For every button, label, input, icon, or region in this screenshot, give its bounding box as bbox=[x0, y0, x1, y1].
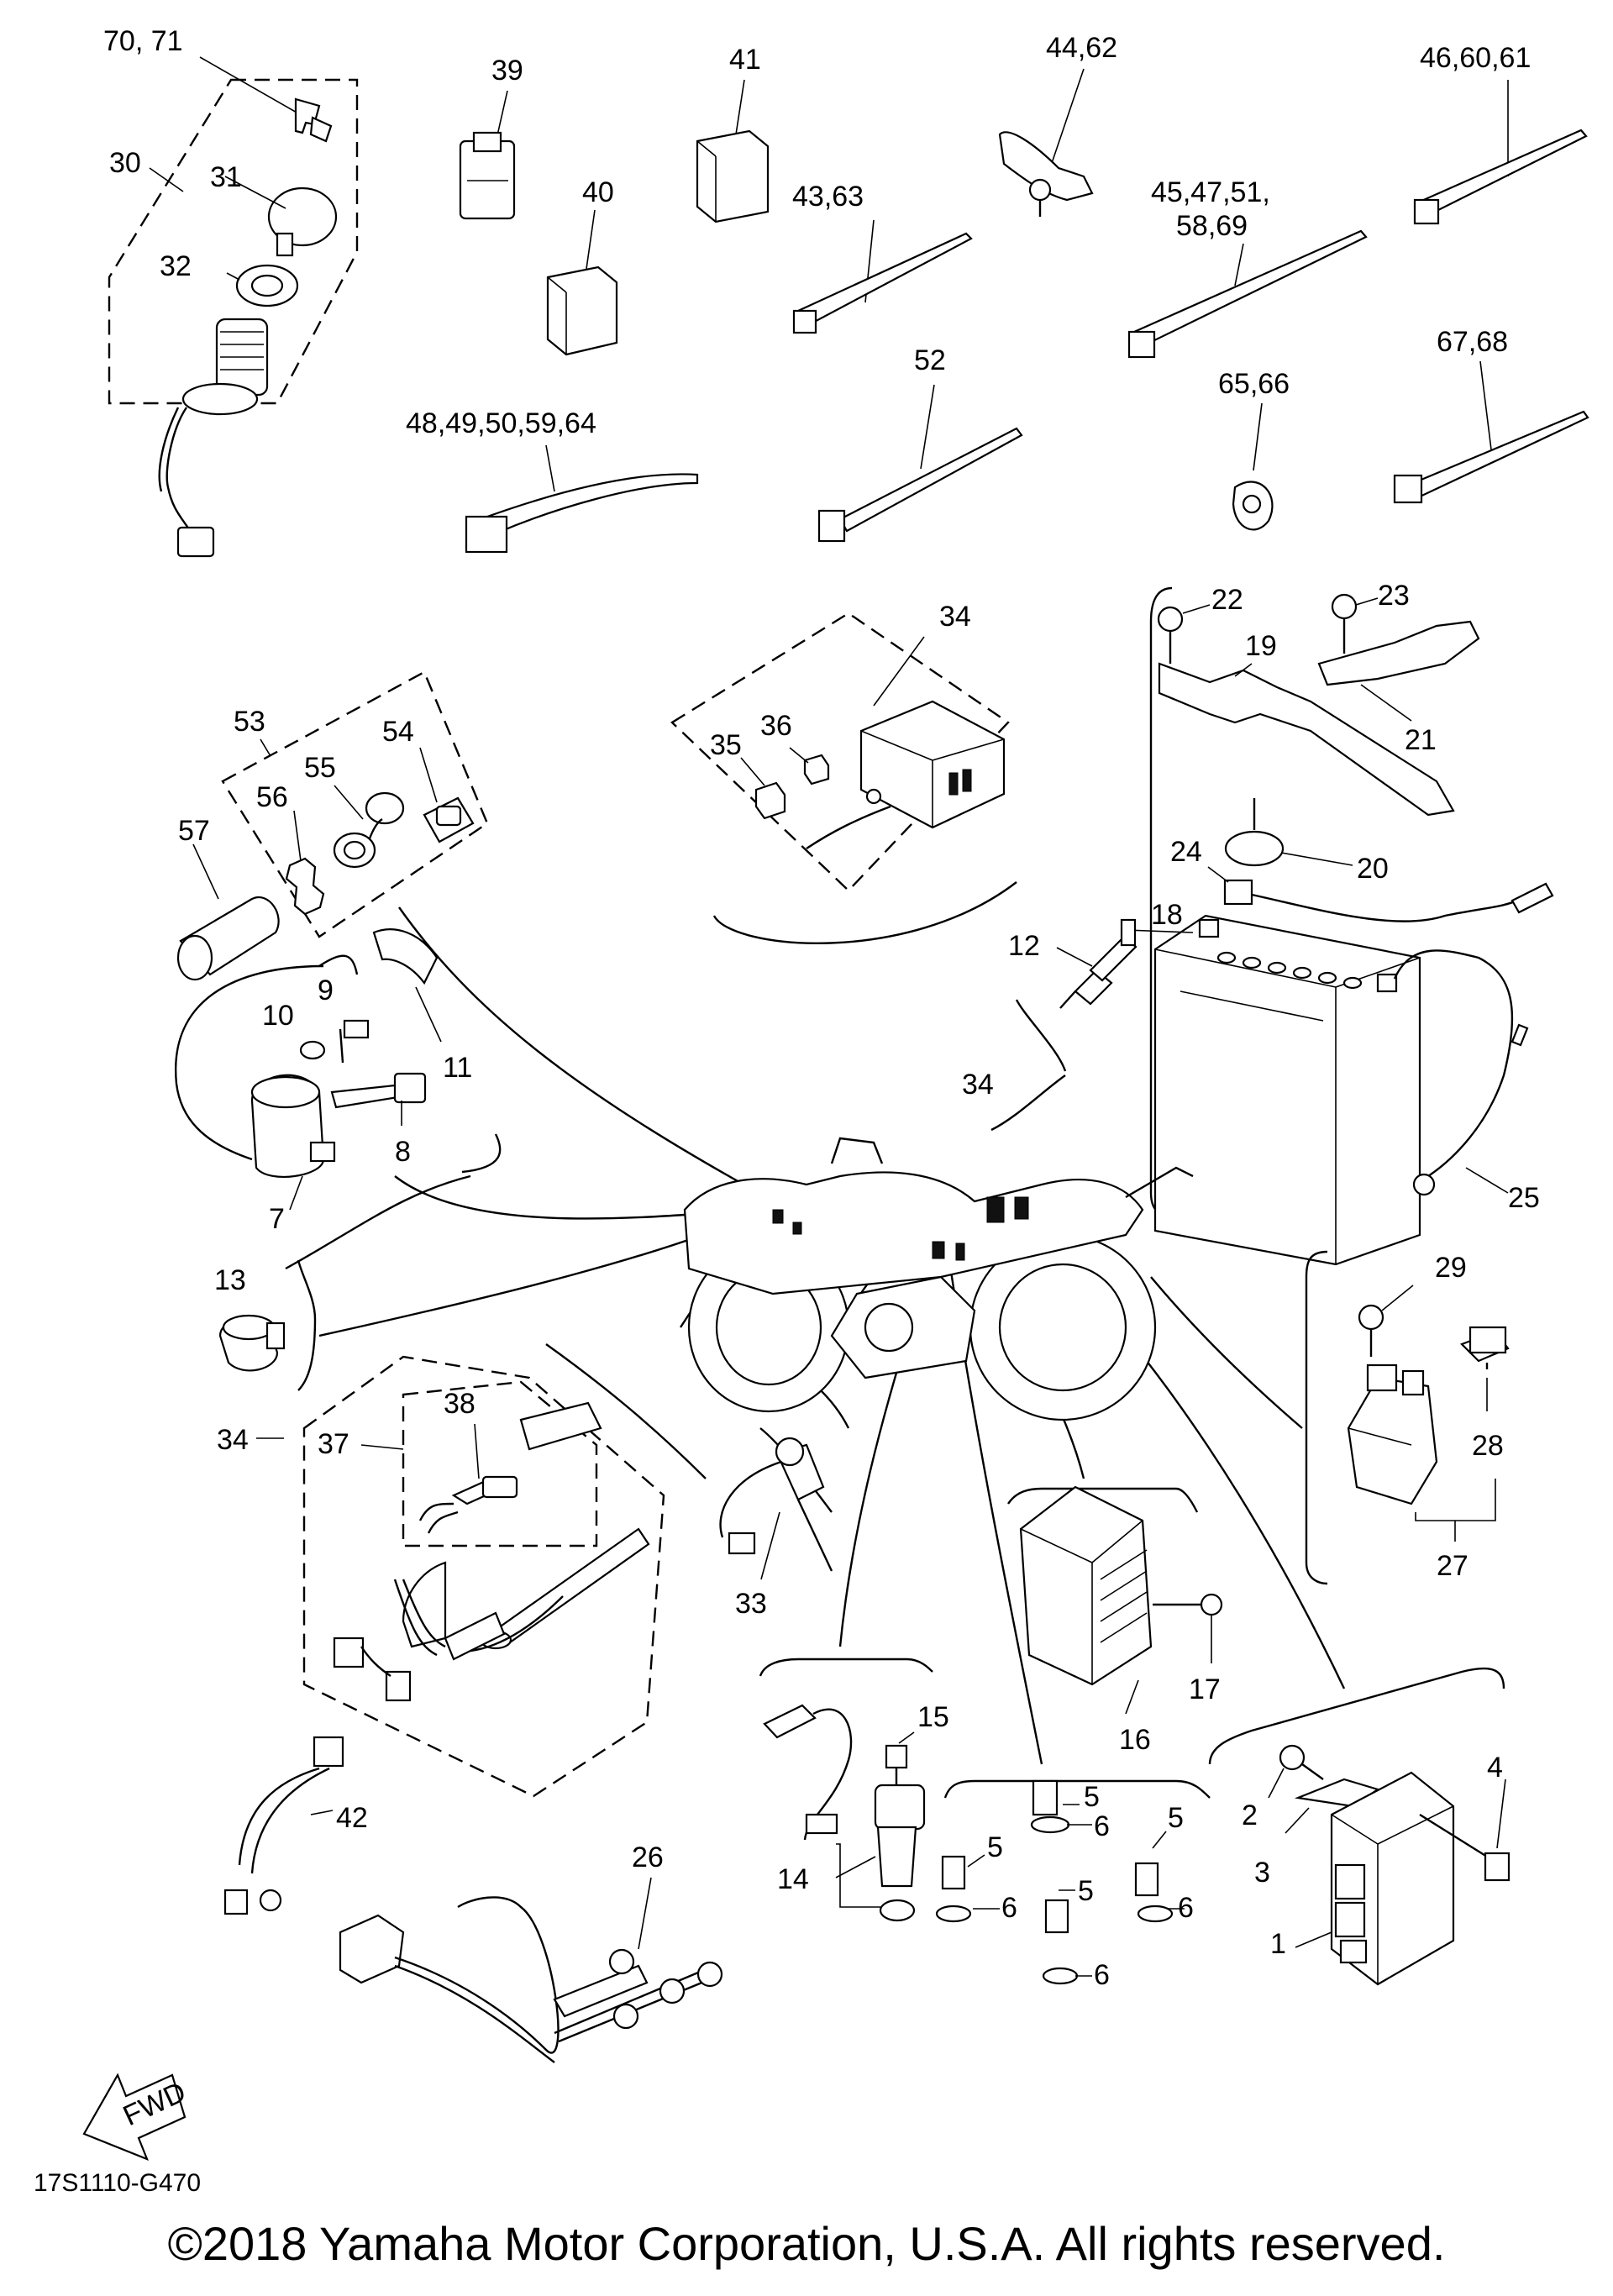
label-70-71: 70, 71 bbox=[103, 25, 183, 57]
label-2: 2 bbox=[1242, 1799, 1258, 1831]
fwd-arrow: FWD bbox=[82, 2073, 191, 2161]
label-3: 3 bbox=[1254, 1857, 1270, 1889]
label-9: 9 bbox=[318, 975, 334, 1006]
label-40: 40 bbox=[582, 176, 614, 208]
label-39: 39 bbox=[491, 55, 523, 87]
label-12: 12 bbox=[1008, 930, 1040, 962]
label-7: 7 bbox=[269, 1203, 285, 1235]
battery-group bbox=[1125, 586, 1554, 1266]
label-6-c: 6 bbox=[1178, 1892, 1194, 1924]
label-5-a: 5 bbox=[1084, 1781, 1100, 1813]
label-11: 11 bbox=[443, 1052, 472, 1084]
label-58-69: 58,69 bbox=[1176, 210, 1248, 242]
top-small-parts bbox=[459, 68, 1589, 554]
label-10: 10 bbox=[262, 1000, 294, 1032]
label-5-c: 5 bbox=[1168, 1802, 1184, 1834]
label-32: 32 bbox=[160, 250, 192, 282]
label-19: 19 bbox=[1245, 630, 1277, 662]
label-24: 24 bbox=[1170, 836, 1202, 868]
label-53: 53 bbox=[234, 706, 265, 738]
label-5-d: 5 bbox=[1078, 1875, 1094, 1907]
label-25: 25 bbox=[1508, 1182, 1540, 1214]
fuse-box-group bbox=[670, 612, 1017, 944]
sensor-12-group bbox=[990, 918, 1138, 1132]
harness-26-group bbox=[339, 1877, 723, 2063]
label-52: 52 bbox=[914, 344, 946, 376]
ignition-coil-group bbox=[174, 928, 757, 1270]
label-6-a: 6 bbox=[1094, 1810, 1110, 1842]
label-5-b: 5 bbox=[987, 1831, 1003, 1863]
atv-vehicle bbox=[683, 1137, 1194, 1421]
label-65-66: 65,66 bbox=[1218, 368, 1290, 400]
label-30: 30 bbox=[109, 147, 141, 179]
label-29: 29 bbox=[1435, 1252, 1467, 1284]
label-35: 35 bbox=[710, 729, 742, 761]
label-44-62: 44,62 bbox=[1046, 32, 1117, 64]
label-13: 13 bbox=[214, 1264, 246, 1296]
label-33: 33 bbox=[735, 1588, 767, 1620]
battery-cells bbox=[1216, 951, 1363, 990]
label-42: 42 bbox=[336, 1802, 368, 1834]
label-34-atv: 34 bbox=[962, 1069, 994, 1101]
label-57: 57 bbox=[178, 815, 210, 847]
label-34-fuse: 34 bbox=[939, 601, 971, 633]
label-26: 26 bbox=[632, 1842, 664, 1873]
label-15: 15 bbox=[917, 1701, 949, 1733]
label-55: 55 bbox=[304, 752, 336, 784]
label-22: 22 bbox=[1211, 584, 1243, 616]
cdi-group bbox=[1058, 1259, 1511, 1986]
label-17: 17 bbox=[1189, 1673, 1221, 1705]
label-31: 31 bbox=[210, 161, 242, 193]
diagram-code: 17S1110-G470 bbox=[34, 2169, 201, 2197]
label-48-49-50-59-64: 48,49,50,59,64 bbox=[406, 407, 596, 439]
label-45-47-51: 45,47,51, bbox=[1151, 176, 1270, 208]
label-41: 41 bbox=[729, 44, 761, 76]
label-46-60-61: 46,60,61 bbox=[1420, 42, 1531, 74]
label-43-63: 43,63 bbox=[792, 181, 864, 213]
label-4: 4 bbox=[1487, 1752, 1503, 1784]
label-36: 36 bbox=[760, 710, 792, 742]
label-38: 38 bbox=[444, 1388, 475, 1420]
main-switch-group bbox=[108, 56, 359, 558]
label-27: 27 bbox=[1437, 1550, 1469, 1582]
label-37: 37 bbox=[318, 1428, 349, 1460]
label-1: 1 bbox=[1270, 1928, 1286, 1960]
label-21: 21 bbox=[1405, 724, 1437, 756]
label-18: 18 bbox=[1151, 899, 1183, 931]
label-14: 14 bbox=[777, 1863, 809, 1895]
label-67-68: 67,68 bbox=[1437, 326, 1508, 358]
label-56: 56 bbox=[256, 781, 288, 813]
callout-labels: 70, 71 30 31 32 39 40 41 44,62 43,63 45,… bbox=[34, 25, 1540, 2197]
label-16: 16 bbox=[1119, 1724, 1151, 1756]
label-54: 54 bbox=[382, 716, 414, 748]
label-34-subharness: 34 bbox=[217, 1424, 249, 1456]
label-6-d: 6 bbox=[1094, 1959, 1110, 1991]
sensor-13-group bbox=[218, 1200, 782, 1391]
copyright-notice: ©2018 Yamaha Motor Corporation, U.S.A. A… bbox=[167, 2217, 1446, 2270]
label-23: 23 bbox=[1378, 580, 1410, 612]
harness-42-group bbox=[223, 1736, 344, 1915]
label-6-b: 6 bbox=[1001, 1892, 1017, 1924]
label-8: 8 bbox=[395, 1136, 411, 1168]
starter-relay-group bbox=[1150, 1250, 1510, 1585]
label-20: 20 bbox=[1357, 853, 1389, 885]
label-28: 28 bbox=[1472, 1430, 1504, 1462]
